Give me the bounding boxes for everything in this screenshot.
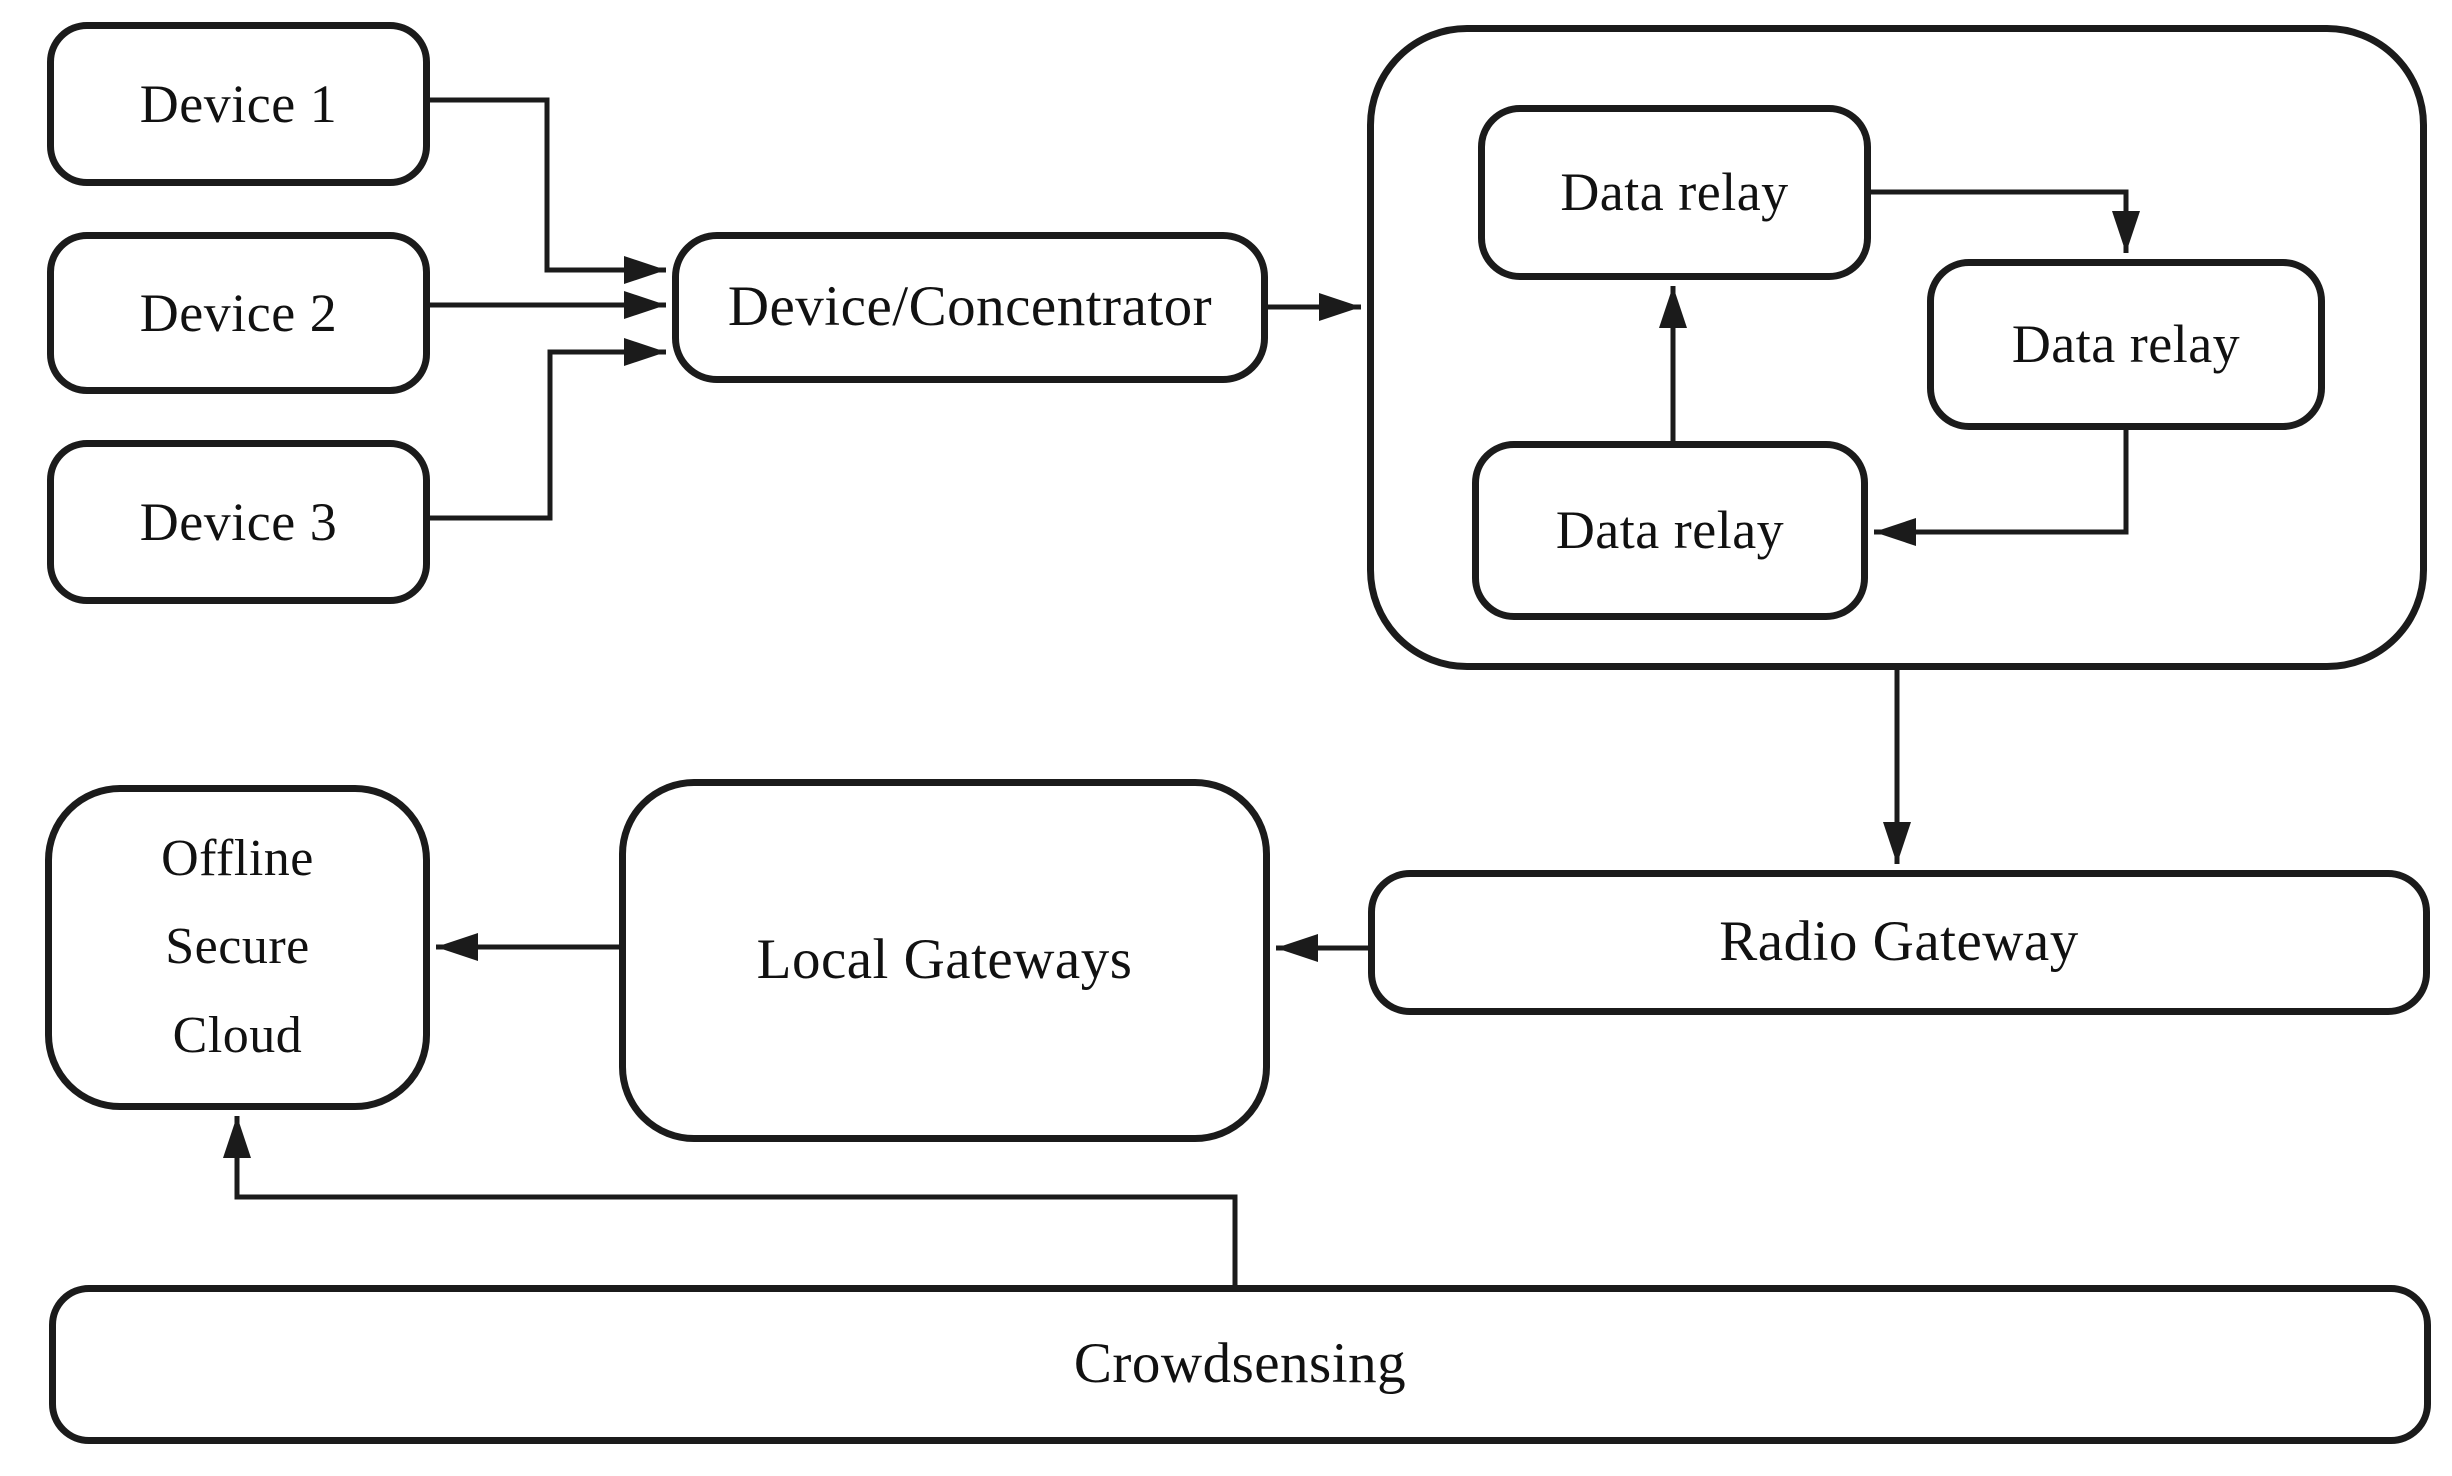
offline-line-1: Offline bbox=[161, 829, 314, 887]
offline-secure-cloud-node: Offline Secure Cloud bbox=[45, 785, 430, 1110]
offline-secure-cloud-label: Offline Secure Cloud bbox=[161, 815, 314, 1080]
device-3-node: Device 3 bbox=[47, 440, 430, 604]
data-relay-top-node: Data relay bbox=[1478, 105, 1871, 280]
device-2-node: Device 2 bbox=[47, 232, 430, 394]
edge-device3-to-concentrator bbox=[430, 338, 666, 521]
device-1-node: Device 1 bbox=[47, 22, 430, 186]
crowdsensing-node: Crowdsensing bbox=[49, 1285, 2431, 1444]
local-gateways-node: Local Gateways bbox=[619, 779, 1270, 1142]
offline-line-2: Secure bbox=[165, 918, 310, 976]
radio-gateway-label: Radio Gateway bbox=[1719, 910, 2079, 974]
device-1-label: Device 1 bbox=[139, 73, 338, 134]
data-relay-bottom-label: Data relay bbox=[1555, 500, 1785, 561]
device-concentrator-node: Device/Concentrator bbox=[672, 232, 1268, 383]
device-2-label: Device 2 bbox=[139, 282, 338, 343]
local-gateways-label: Local Gateways bbox=[756, 928, 1133, 992]
data-relay-right-label: Data relay bbox=[2011, 314, 2241, 375]
crowdsensing-label: Crowdsensing bbox=[1073, 1332, 1407, 1396]
data-relay-right-node: Data relay bbox=[1927, 259, 2325, 430]
data-relay-top-label: Data relay bbox=[1560, 162, 1789, 223]
data-relay-bottom-node: Data relay bbox=[1472, 441, 1868, 620]
device-concentrator-label: Device/Concentrator bbox=[727, 275, 1213, 339]
radio-gateway-node: Radio Gateway bbox=[1368, 870, 2430, 1015]
edge-device1-to-concentrator bbox=[430, 97, 666, 284]
offline-line-3: Cloud bbox=[172, 1006, 303, 1064]
device-3-label: Device 3 bbox=[139, 491, 338, 552]
